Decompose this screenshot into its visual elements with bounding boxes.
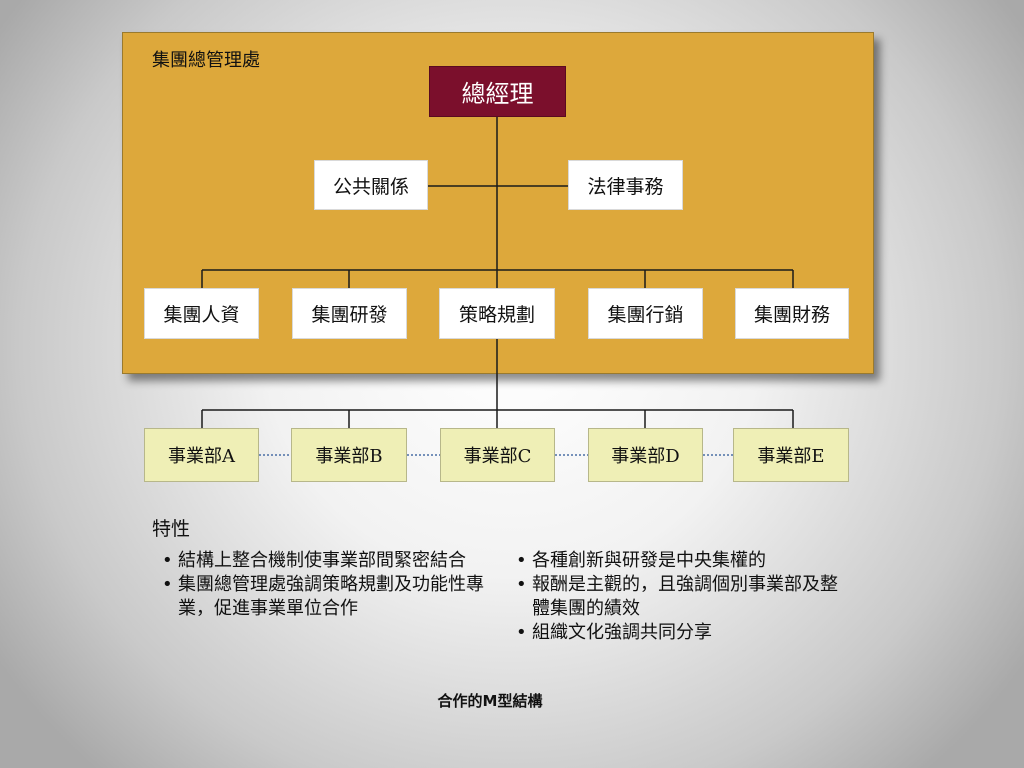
business-unit-e-box: 事業部E bbox=[733, 428, 849, 482]
business-unit-b-box: 事業部B bbox=[291, 428, 407, 482]
feature-item: 報酬是主觀的，且強調個別事業部及整體集團的績效 bbox=[514, 573, 844, 621]
legal-affairs-box: 法律事務 bbox=[568, 160, 683, 210]
business-unit-c-box: 事業部C bbox=[440, 428, 555, 482]
public-relations-box: 公共關係 bbox=[314, 160, 428, 210]
group-rnd-box: 集團研發 bbox=[292, 288, 407, 339]
feature-item: 集團總管理處強調策略規劃及功能性專業，促進事業單位合作 bbox=[160, 573, 490, 621]
group-hr-box: 集團人資 bbox=[144, 288, 259, 339]
business-unit-a-box: 事業部A bbox=[144, 428, 259, 482]
group-finance-box: 集團財務 bbox=[735, 288, 849, 339]
feature-item: 各種創新與研發是中央集權的 bbox=[514, 549, 844, 573]
feature-item: 組織文化強調共同分享 bbox=[514, 621, 844, 645]
business-unit-d-box: 事業部D bbox=[588, 428, 703, 482]
headquarters-label: 集團總管理處 bbox=[152, 50, 260, 71]
strategic-planning-box: 策略規劃 bbox=[439, 288, 555, 339]
feature-item: 結構上整合機制使事業部間緊密結合 bbox=[160, 549, 490, 573]
features-list-right: 各種創新與研發是中央集權的 報酬是主觀的，且強調個別事業部及整體集團的績效 組織… bbox=[514, 549, 844, 645]
group-marketing-box: 集團行銷 bbox=[588, 288, 703, 339]
features-list-left: 結構上整合機制使事業部間緊密結合 集團總管理處強調策略規劃及功能性專業，促進事業… bbox=[160, 549, 490, 621]
figure-caption: 合作的M型結構 bbox=[437, 692, 543, 710]
general-manager-box: 總經理 bbox=[429, 66, 566, 117]
features-heading: 特性 bbox=[152, 518, 191, 540]
